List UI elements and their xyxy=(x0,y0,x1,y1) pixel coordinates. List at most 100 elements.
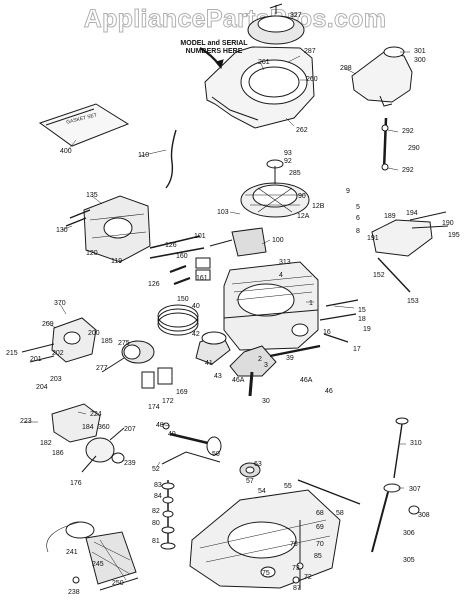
part-label: 176 xyxy=(70,480,82,487)
part-label: 54 xyxy=(258,488,266,495)
part-label: 306 xyxy=(403,530,415,537)
part-label: 260 xyxy=(306,76,318,83)
crankshaft xyxy=(229,344,321,397)
ground-wire xyxy=(165,129,177,189)
flywheel xyxy=(240,159,310,218)
part-label: 1 xyxy=(309,300,313,307)
part-label: 17 xyxy=(353,346,361,353)
part-label: 19 xyxy=(363,326,371,333)
part-label: 160 xyxy=(176,253,188,260)
part-label: 301 xyxy=(414,48,426,55)
part-label: 169 xyxy=(176,389,188,396)
part-label: 135 xyxy=(86,192,98,199)
part-label: 195 xyxy=(448,232,460,239)
part-label: 152 xyxy=(373,272,385,279)
part-label: 84 xyxy=(154,493,162,500)
camshaft xyxy=(161,422,222,465)
part-label: 277 xyxy=(96,365,108,372)
part-label: 150 xyxy=(177,296,189,303)
part-label: 75 xyxy=(262,570,270,577)
muffler xyxy=(101,340,155,373)
part-label: 40 xyxy=(192,303,200,310)
part-label: 308 xyxy=(418,512,430,519)
part-label: 313 xyxy=(279,259,291,266)
part-label: 46A xyxy=(232,377,245,384)
part-label: 241 xyxy=(66,549,78,556)
part-label: 43 xyxy=(214,373,222,380)
part-label: 215 xyxy=(6,350,18,357)
part-label: 2 xyxy=(258,356,262,363)
part-label: 200 xyxy=(88,330,100,337)
part-label: 82 xyxy=(152,508,160,515)
part-label: 15 xyxy=(358,307,366,314)
part-label: 204 xyxy=(36,384,48,391)
part-label: 76 xyxy=(290,541,298,548)
part-label: 360 xyxy=(98,424,110,431)
fuel-tank xyxy=(351,46,413,107)
part-label: 298 xyxy=(340,65,352,72)
leader-lines xyxy=(24,51,410,489)
part-label: 223 xyxy=(20,418,32,425)
part-label: 9 xyxy=(346,188,350,195)
part-label: 55 xyxy=(284,483,292,490)
crankcase-cover xyxy=(189,479,361,589)
part-label: 73 xyxy=(292,565,300,572)
part-label: 126 xyxy=(148,281,160,288)
part-label: 81 xyxy=(152,538,160,545)
dipstick xyxy=(393,417,409,479)
part-label: 69 xyxy=(316,524,324,531)
part-label: 68 xyxy=(316,510,324,517)
part-label: 191 xyxy=(367,235,379,242)
part-label: 189 xyxy=(384,213,396,220)
part-label: 3 xyxy=(264,362,268,369)
part-label: 126 xyxy=(165,242,177,249)
part-label: 250 xyxy=(112,580,124,587)
model-serial-note: MODEL and SERIAL NUMBERS HERE xyxy=(180,40,248,55)
watermark-text: AppliancePartsPros.com xyxy=(84,5,387,33)
rewind-starter xyxy=(247,3,305,45)
part-label: 103 xyxy=(217,209,229,216)
part-label: 52 xyxy=(152,466,160,473)
part-label: 174 xyxy=(148,404,160,411)
part-label: 190 xyxy=(442,220,454,227)
part-label: 305 xyxy=(403,557,415,564)
part-label: 207 xyxy=(124,426,136,433)
part-label: 130 xyxy=(56,227,68,234)
part-label: 307 xyxy=(409,486,421,493)
ignition-module xyxy=(209,227,267,257)
part-label: 58 xyxy=(336,510,344,517)
governor-gear xyxy=(239,462,261,478)
part-label: 42 xyxy=(192,331,200,338)
piston-rings xyxy=(157,304,199,336)
part-label: 201 xyxy=(30,356,42,363)
part-label: 85 xyxy=(314,553,322,560)
part-label: 224 xyxy=(90,411,102,418)
part-label: 239 xyxy=(124,460,136,467)
part-label: 400 xyxy=(60,148,72,155)
part-label: 101 xyxy=(194,233,206,240)
part-label: 41 xyxy=(205,360,213,367)
part-label: 194 xyxy=(406,210,418,217)
part-label: 261 xyxy=(258,59,270,66)
governor-shaft xyxy=(160,480,176,550)
part-label: 12B xyxy=(312,203,325,210)
part-label: 238 xyxy=(68,589,80,596)
part-label: 63 xyxy=(254,461,262,468)
engine-block xyxy=(223,261,319,351)
part-label: 245 xyxy=(92,561,104,568)
part-label: 46A xyxy=(300,377,313,384)
part-label: 80 xyxy=(152,520,160,527)
part-label: 327 xyxy=(290,12,302,19)
part-label: 4 xyxy=(279,272,283,279)
part-label: 16 xyxy=(323,329,331,336)
air-cleaner xyxy=(46,521,139,591)
oil-fill-tube xyxy=(371,483,420,553)
part-label: 285 xyxy=(289,170,301,177)
part-label: 310 xyxy=(410,440,422,447)
part-label: 49 xyxy=(168,431,176,438)
carburetor xyxy=(21,317,97,363)
part-label: 6 xyxy=(356,215,360,222)
part-label: 262 xyxy=(296,127,308,134)
